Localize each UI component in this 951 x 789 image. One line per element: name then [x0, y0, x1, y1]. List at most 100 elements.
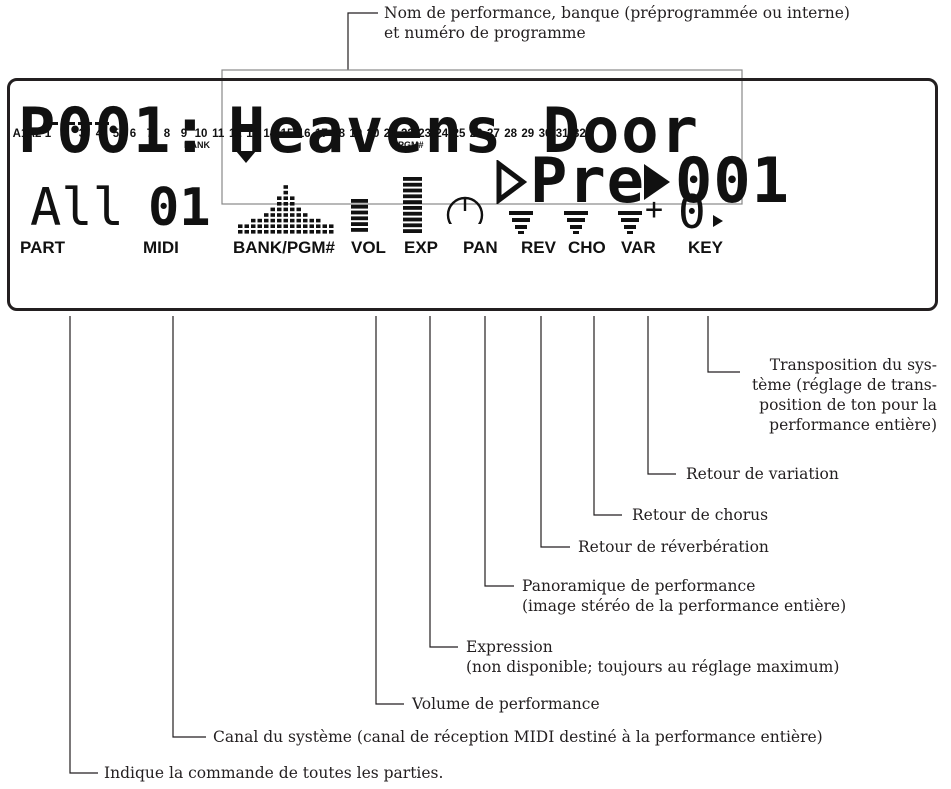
- lcd-display: [7, 78, 938, 311]
- leader-pan: [484, 316, 514, 587]
- part-number: 28: [504, 128, 517, 140]
- bargraph-segment: [290, 196, 295, 200]
- key-value: 0: [678, 185, 706, 239]
- label-key: KEY: [688, 238, 723, 257]
- bargraph-segment: [251, 230, 256, 234]
- key-sign: +: [645, 192, 664, 227]
- annotation-midi: Canal du système (canal de réception MID…: [213, 728, 823, 746]
- label-midi: MIDI: [143, 238, 179, 257]
- bargraph-segment: [277, 196, 282, 200]
- label-vol: VOL: [351, 238, 386, 257]
- label-rev: REV: [521, 238, 556, 257]
- bargraph-segment: [257, 224, 262, 228]
- bargraph-segment: [277, 218, 282, 223]
- bargraph-segment: [283, 230, 288, 234]
- perf-name: Heavens Door: [228, 94, 700, 167]
- part-number: 12: [228, 128, 242, 140]
- program-cursor-icon: [644, 164, 670, 200]
- pgm-sub-label: PGM#: [398, 140, 424, 150]
- bargraph-segment: [264, 230, 269, 234]
- part-value: All: [30, 178, 124, 238]
- bargraph-segment: [264, 218, 269, 223]
- bargraph-segment: [303, 224, 308, 228]
- annotation-key-line3: position de ton pour la: [759, 396, 937, 414]
- bargraph-segment: [238, 230, 243, 234]
- part-number: 13: [246, 128, 259, 140]
- part-number: 6: [129, 128, 137, 140]
- bargraph-segment: [290, 218, 295, 223]
- bargraph-segment: [290, 224, 295, 228]
- annotation-exp: Expression (non disponible; toujours au …: [466, 637, 839, 677]
- bargraph-segment: [270, 230, 275, 234]
- annotation-pan-line1: Panoramique de performance: [522, 577, 756, 595]
- bargraph-segment: [283, 196, 288, 200]
- bargraph-segment: [257, 230, 262, 234]
- bargraph-segment: [309, 224, 314, 228]
- part-number: 32: [572, 128, 586, 140]
- part-number: 14: [263, 128, 277, 140]
- expbars-segment: [403, 223, 422, 228]
- leader-vol: [375, 316, 404, 705]
- annotation-name-bank-line2: et numéro de programme: [384, 24, 586, 42]
- part-number: 24: [435, 128, 449, 140]
- part-number: 5: [112, 128, 120, 140]
- part-marker-2: [61, 122, 75, 125]
- bargraph-segment: [303, 218, 308, 223]
- bargraph-segment: [296, 213, 301, 217]
- annotation-key-line1: Transposition du sys-: [769, 356, 937, 374]
- bargraph-segment: [244, 224, 249, 228]
- bargraph-segment: [309, 218, 314, 223]
- part-number: 1: [44, 128, 52, 140]
- bargraph-segment: [277, 230, 282, 234]
- expbars-segment: [403, 182, 422, 187]
- leader-cho: [593, 316, 622, 516]
- volbars-segment: [351, 204, 368, 209]
- bargraph-segment: [316, 218, 321, 223]
- leader-name-bank: [347, 12, 378, 70]
- expbars-segment: [403, 211, 422, 216]
- part-number: 25: [452, 128, 466, 140]
- bargraph-segment: [251, 218, 256, 223]
- annotation-var: Retour de variation: [686, 465, 839, 483]
- rev-wedge-icon: [509, 211, 533, 234]
- volbars-segment: [351, 210, 368, 215]
- part-marker-1: [44, 122, 58, 125]
- label-bank-pgm: BANK/PGM#: [233, 238, 336, 257]
- part-number: 30: [538, 128, 552, 140]
- part-number: 27: [486, 128, 500, 140]
- part-number: A2: [26, 128, 42, 140]
- bargraph-segment: [283, 224, 288, 228]
- bargraph-segment: [283, 202, 288, 206]
- annotation-cho: Retour de chorus: [632, 506, 769, 524]
- pan-knob-icon: [446, 196, 484, 234]
- exp-level-icon: [403, 177, 422, 233]
- part-number: 3: [78, 128, 86, 140]
- label-exp: EXP: [404, 238, 439, 257]
- volbars-segment: [351, 228, 368, 232]
- bargraph-segment: [290, 213, 295, 217]
- part-number: 4: [95, 128, 103, 140]
- part-number: 11: [212, 128, 225, 140]
- bargraph-segment: [270, 213, 275, 217]
- bargraph-segment: [303, 230, 308, 234]
- leader-part: [69, 316, 98, 774]
- part-number: 9: [180, 128, 188, 140]
- annotation-part: Indique la commande de toutes les partie…: [104, 764, 444, 782]
- expbars-segment: [403, 177, 422, 181]
- part-number: 26: [469, 128, 483, 140]
- part-number: 15: [280, 128, 294, 140]
- expbars-segment: [403, 229, 422, 233]
- bank-pgm-bargraph-icon: [238, 185, 334, 234]
- bargraph-segment: [296, 230, 301, 234]
- part-number: 8: [163, 128, 171, 140]
- bargraph-segment: [303, 213, 308, 217]
- bargraph-segment: [270, 224, 275, 228]
- bank-sub-label: BANK: [184, 140, 210, 150]
- bargraph-segment: [238, 224, 243, 228]
- bargraph-segment: [283, 185, 288, 189]
- bargraph-segment: [290, 207, 295, 212]
- part-number: A1: [12, 128, 28, 140]
- annotation-pan-line2: (image stéréo de la performance entière): [522, 597, 847, 615]
- bargraph-segment: [316, 224, 321, 228]
- expbars-segment: [403, 217, 422, 222]
